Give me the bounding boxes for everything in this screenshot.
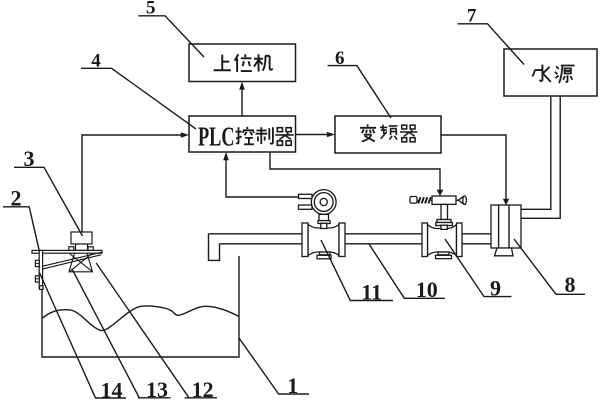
svg-text:13: 13 [146, 377, 168, 400]
svg-text:10: 10 [416, 277, 438, 302]
svg-text:7: 7 [467, 6, 477, 27]
svg-text:2: 2 [11, 186, 22, 211]
svg-text:PLC: PLC [198, 122, 235, 152]
svg-text:8: 8 [565, 272, 576, 297]
svg-text:1: 1 [287, 373, 298, 398]
svg-text:6: 6 [335, 48, 345, 69]
svg-text:12: 12 [192, 377, 214, 400]
svg-text:14: 14 [101, 378, 123, 400]
svg-text:11: 11 [361, 279, 382, 304]
svg-text:5: 5 [146, 0, 156, 19]
svg-text:9: 9 [490, 275, 501, 300]
svg-text:4: 4 [91, 50, 101, 71]
svg-text:3: 3 [24, 146, 35, 171]
